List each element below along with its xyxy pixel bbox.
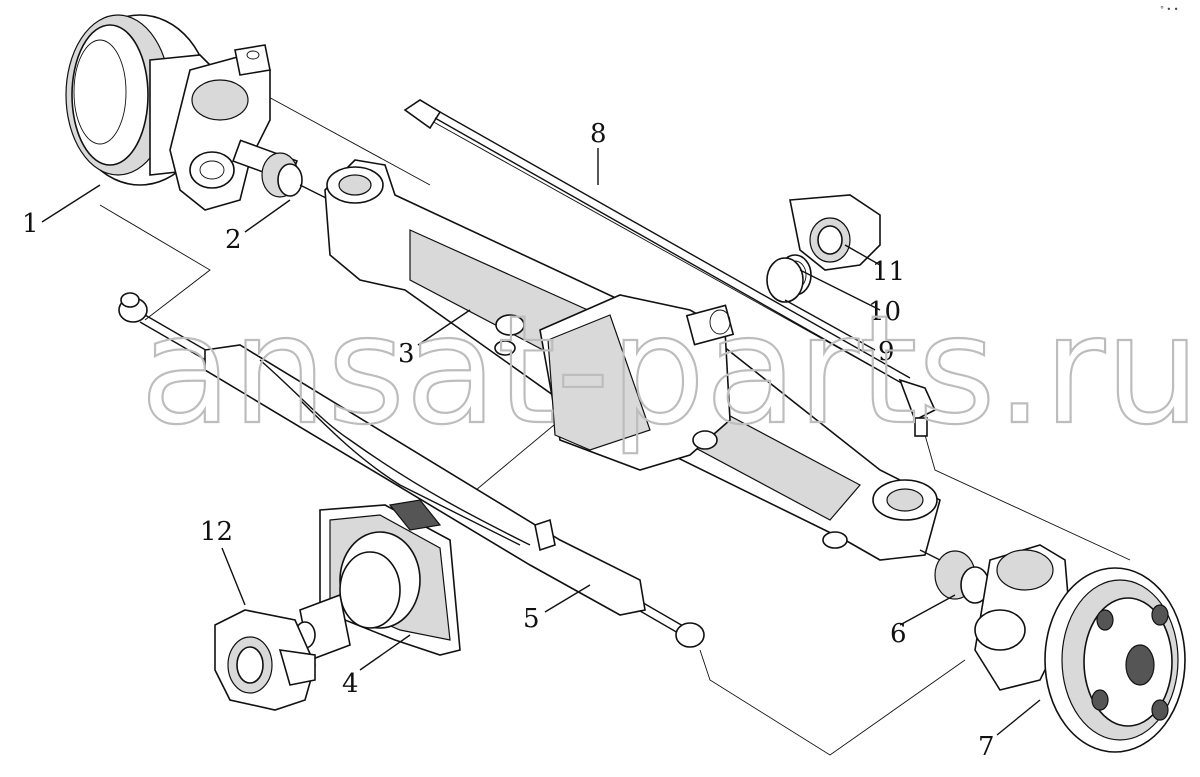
axle-housing [324, 159, 941, 561]
right-wheel-hub [974, 544, 1186, 753]
steering-cylinder [118, 292, 705, 648]
callout-12: 12 [200, 517, 233, 547]
callout-6: 6 [890, 619, 907, 649]
site-watermark: ansat-parts.ru [140, 284, 1200, 458]
right-drive-shaft [919, 549, 990, 604]
callout-11: 11 [872, 257, 905, 287]
callout-8: 8 [590, 119, 607, 149]
left-drive-shaft [232, 139, 331, 201]
callout-4: 4 [342, 669, 359, 699]
callout-10: 10 [868, 297, 901, 327]
corner-mark: ° • • [1160, 5, 1179, 14]
upper-tie-rod [403, 99, 937, 437]
cast-bracket [214, 609, 316, 711]
left-wheel-hub [65, 14, 271, 211]
callout-3: 3 [398, 339, 415, 369]
leader-lines [41, 148, 1041, 736]
callout-labels: 1 2 3 4 5 6 7 8 9 10 11 12 [22, 119, 995, 762]
knuckle-bracket [789, 194, 881, 271]
callout-5: 5 [523, 604, 540, 634]
assembly-guide-lines [99, 94, 1131, 756]
callout-9: 9 [878, 337, 895, 367]
callout-2: 2 [225, 225, 242, 255]
differential-unit [294, 499, 461, 662]
seal-ring-9 [766, 257, 804, 303]
callout-1: 1 [22, 209, 39, 239]
callout-7: 7 [978, 732, 995, 762]
